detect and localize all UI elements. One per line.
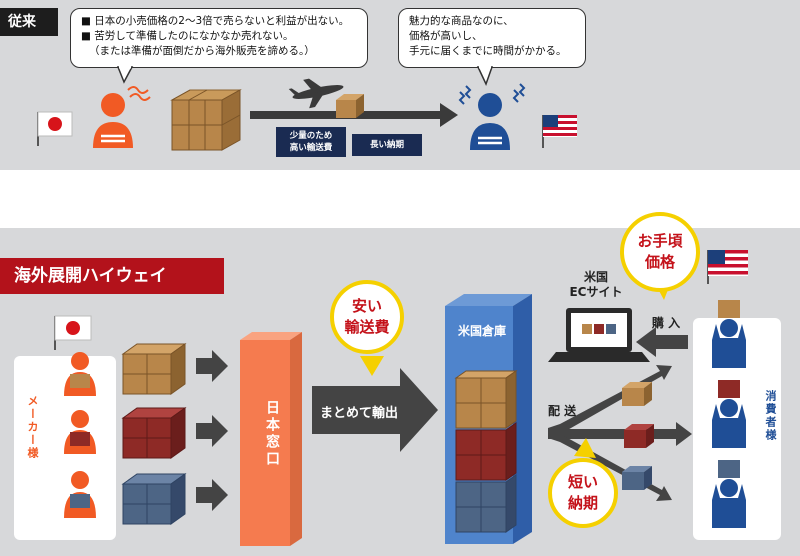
consumers-label: 消費者様	[764, 390, 777, 442]
highway-banner: 海外展開ハイウェイ	[0, 258, 224, 294]
ec-site-line: ECサイト	[569, 285, 623, 299]
high-shipping-cost-label: 少量のため 高い輸送費	[276, 127, 346, 157]
consumer-with-red-box-icon	[712, 380, 746, 448]
callout-tail	[574, 438, 596, 458]
flow-arrow	[196, 479, 228, 511]
japan-window-label: 日本窓口	[264, 400, 280, 468]
maker-with-red-box-icon	[64, 410, 96, 454]
label-line: 高い輸送費	[289, 143, 333, 153]
callout-line: お手頃	[637, 232, 683, 250]
callout-line: 安い	[351, 297, 382, 315]
bulk-export-arrow	[312, 368, 438, 452]
japan-flag-icon	[54, 315, 92, 350]
purchase-arrow	[636, 327, 688, 357]
consumer-speech-bubble: 魅力的な商品なのに、 価格が高いし、 手元に届くまでに時間がかかる。	[398, 8, 586, 68]
cardboard-stack-icon	[170, 89, 242, 151]
us-flag-icon	[707, 250, 748, 284]
ec-site-label: 米国 ECサイト	[560, 270, 632, 300]
cheap-shipping-callout: 安い 輸送費	[330, 280, 404, 354]
red-box-stack-icon	[121, 407, 187, 459]
callout-line: 短い	[567, 473, 598, 491]
bubble-line: 手元に届くまでに時間がかかる。	[409, 45, 567, 57]
bubble-line: （または準備が面倒だから海外販売を諦める。）	[89, 45, 315, 57]
bubble-line: ■ 日本の小売価格の2～3倍で売らないと利益が出ない。	[81, 15, 350, 27]
callout-line: 輸送費	[344, 318, 390, 336]
bubble-tail	[116, 66, 134, 84]
airplane-icon	[288, 78, 344, 109]
ec-site-line: 米国	[583, 270, 608, 284]
callout-line: 価格	[644, 253, 675, 271]
delivery-red-box-icon	[624, 424, 654, 448]
single-box-icon	[336, 94, 364, 118]
callout-line: 納期	[567, 494, 598, 512]
delivery-tan-box-icon	[622, 382, 652, 406]
short-lead-time-callout: 短い 納期	[548, 458, 618, 528]
bulk-export-label: まとめて輸出	[320, 406, 399, 421]
affordable-price-callout: お手頃 価格	[620, 212, 700, 292]
maker-with-slate-box-icon	[64, 471, 96, 518]
us-flag-icon	[542, 115, 577, 148]
callout-tail	[360, 356, 384, 376]
bubble-line: 魅力的な商品なのに、	[409, 15, 514, 27]
highway-graphics	[54, 250, 748, 546]
purchase-label: 購 入	[651, 316, 681, 330]
consumer-with-slate-box-icon	[712, 460, 746, 528]
delivery-label: 配 送	[548, 404, 577, 418]
maker-with-tan-box-icon	[64, 352, 96, 396]
flow-arrow	[196, 415, 228, 447]
worried-maker-icon	[93, 86, 151, 148]
worried-consumer-icon	[458, 83, 526, 150]
japan-window-pillar	[240, 332, 302, 546]
slate-box-stack-icon	[121, 473, 187, 525]
delivery-slate-box-icon	[622, 466, 652, 490]
us-warehouse-label: 米国倉庫	[457, 324, 506, 338]
us-warehouse-building	[445, 294, 532, 544]
long-lead-time-label: 長い納期	[352, 134, 422, 156]
flow-arrow	[196, 350, 228, 382]
makers-label: メーカー様	[26, 395, 39, 460]
japan-flag-icon	[37, 111, 73, 146]
consumer-with-tan-box-icon	[712, 300, 746, 368]
tan-box-stack-icon	[121, 343, 187, 395]
label-line: 少量のため	[289, 131, 333, 141]
traditional-graphics	[37, 65, 577, 151]
maker-speech-bubble: ■ 日本の小売価格の2～3倍で売らないと利益が出ない。 ■ 苦労して準備したのに…	[70, 8, 368, 68]
bubble-tail	[476, 66, 494, 86]
bubble-line: ■ 苦労して準備したのになかなか売れない。	[81, 30, 294, 42]
bubble-line: 価格が高いし、	[409, 30, 483, 42]
traditional-tag: 従来	[0, 8, 58, 36]
laptop-ec-site-icon	[548, 308, 650, 362]
